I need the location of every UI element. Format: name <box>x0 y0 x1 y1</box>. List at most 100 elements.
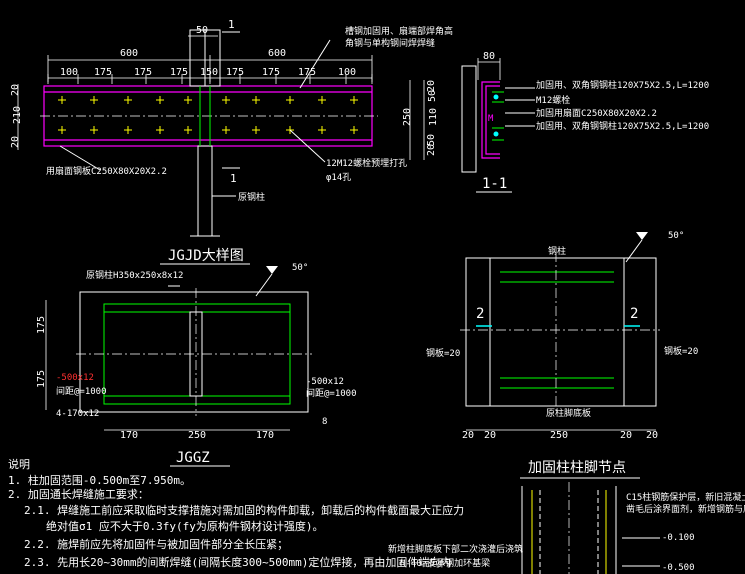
dim-20-2: 20 <box>484 430 496 441</box>
dim-20-4: 20 <box>646 430 658 441</box>
dim-20-bot: 20 <box>10 136 21 148</box>
dim-175-f: 175 <box>298 67 316 78</box>
weld-angle-foot: 50° <box>668 231 684 241</box>
note-c15-1: C15柱钢筋保护层，新旧混凝土结合面 <box>626 491 745 503</box>
bolt-marker <box>184 96 192 104</box>
label-m12: M12螺栓 <box>536 94 570 106</box>
note-weld-2: 角钢与单构钢间焊焊缝 <box>345 37 435 49</box>
dim-175-top: 175 <box>36 316 47 334</box>
dim-600-left: 600 <box>120 48 138 59</box>
label-spacing-left: 间距@=1000 <box>56 385 107 397</box>
weld-angle-jggz: 50° <box>292 263 308 273</box>
note-weld-1: 槽钢加固用、扇端部焊角高 <box>345 25 453 37</box>
dim-250-foot: 250 <box>550 430 568 441</box>
bolt-marker <box>350 126 358 134</box>
dim-50b: 50 <box>426 134 437 146</box>
foot-node: 钢柱 钢板=20 钢板=20 原柱脚底板 2 2 50° 20 20 250 2… <box>388 231 745 574</box>
note-2-1: 2.1. 焊缝施工前应采取临时支撑措施对需加固的构件卸载，卸载后的构件截面最大正… <box>24 503 464 517</box>
dim-20-top: 20 <box>10 84 21 96</box>
dim-110: 110 <box>428 108 439 126</box>
note-2: 2. 加固通长焊缝施工要求： <box>8 487 149 501</box>
note-2-2: 2.2. 施焊前应先将加固件与被加固件部分全长压紧； <box>24 537 288 551</box>
dim-250-jggz: 250 <box>188 430 206 441</box>
label-plate-left: 钢板=20 <box>426 347 460 359</box>
jggz-frame <box>79 291 309 413</box>
label-steel-column: 钢柱 <box>548 245 566 257</box>
bolt-marker <box>124 126 132 134</box>
dim-175-a: 175 <box>94 67 112 78</box>
level-minus-0500: -0.500 <box>662 563 695 573</box>
label-4-170: 4-170x12 <box>56 409 99 419</box>
label-red-plate: -500x12 <box>56 373 94 383</box>
dim-100-a: 100 <box>60 67 78 78</box>
dim-175-bot: 175 <box>36 370 47 388</box>
note-channel: 用扇面钢板C250X80X20X2.2 <box>46 165 167 177</box>
bolt-marker <box>222 126 230 134</box>
bolt-marker <box>90 126 98 134</box>
label-orig-baseplate: 原柱脚底板 <box>546 407 591 419</box>
bolt-marker <box>252 96 260 104</box>
bolt-marker <box>156 126 164 134</box>
jgjd-detail: 600 600 50 100 175 175 175 150 175 175 1… <box>10 18 453 265</box>
note-c15-2: 凿毛后涂界面剂，新增钢筋与底板焊接后浇筑 <box>626 503 745 515</box>
bolt-marker <box>350 96 358 104</box>
label-orig-column: 原钢柱H350x250x8x12 <box>86 269 183 281</box>
jggz-detail: 175 175 原钢柱H350x250x8x12 50° -500x12 间距@… <box>36 263 357 467</box>
label-plate-right: 钢板=20 <box>664 345 698 357</box>
dim-175-c: 175 <box>170 67 188 78</box>
label-angle-bottom: 加固用、双角钢钢柱120X75X2.5,L=1200 <box>536 120 709 132</box>
label-channel: 加固用扇面C250X80X20X2.2 <box>536 107 657 119</box>
dim-175-d: 175 <box>226 67 244 78</box>
label-angle-top: 加固用、双角钢钢柱120X75X2.5,L=1200 <box>536 79 709 91</box>
bolt-marker <box>318 126 326 134</box>
note-1: 1. 柱加固范围-0.500m至7.950m。 <box>8 473 191 487</box>
note-h40: H-40 支承钢加环基梁 <box>400 557 490 569</box>
bolt-marker <box>58 126 66 134</box>
note-bolts: 12M12螺栓预埋打孔 <box>326 157 407 169</box>
dim-250: 250 <box>402 108 413 126</box>
label-spacing-right: 间距@=1000 <box>306 387 357 399</box>
bolt-marker <box>318 96 326 104</box>
sec11-mark: M <box>488 114 494 124</box>
section-2-right: 2 <box>630 306 638 322</box>
bolt-marker <box>156 96 164 104</box>
jgjd-title: JGJD大样图 <box>168 248 244 264</box>
dim-175-b: 175 <box>134 67 152 78</box>
dim-150: 150 <box>200 67 218 78</box>
dim-175-e: 175 <box>262 67 280 78</box>
foot-frame <box>465 257 657 407</box>
dim-600-right: 600 <box>268 48 286 59</box>
notes-block: 说明 1. 柱加固范围-0.500m至7.950m。 2. 加固通长焊缝施工要求… <box>8 457 464 569</box>
dim-170-left: 170 <box>120 430 138 441</box>
bolt-marker <box>184 126 192 134</box>
dim-210: 210 <box>12 106 23 124</box>
dim-50a: 50 <box>427 90 438 102</box>
bolt-marker <box>58 96 66 104</box>
dim-20-1: 20 <box>462 430 474 441</box>
dim-20-3: 20 <box>620 430 632 441</box>
note-2-1b: 绝对值σ1 应不大于0.3fy(fy为原构件钢材设计强度)。 <box>46 519 323 533</box>
sec11-title: 1-1 <box>482 176 507 192</box>
note-left-foot: 新增柱脚底板下部二次浇灌后浇筑 <box>388 543 523 555</box>
bolt-marker <box>286 96 294 104</box>
bolt-marker <box>124 96 132 104</box>
dim-170-right: 170 <box>256 430 274 441</box>
bolt-marker <box>252 126 260 134</box>
level-minus-0100: -0.100 <box>662 533 695 543</box>
note-column: 原钢柱 <box>238 191 265 203</box>
jggz-title: JGGZ <box>176 450 210 466</box>
section-2-left: 2 <box>476 306 484 322</box>
notes-head: 说明 <box>8 457 30 471</box>
note-hole: φ14孔 <box>326 172 351 183</box>
foot-title: 加固柱柱脚节点 <box>528 460 626 476</box>
bolt-marker <box>90 96 98 104</box>
section-8: 8 <box>322 417 327 427</box>
dim-20a: 20 <box>426 80 437 92</box>
dim-20b: 20 <box>426 144 437 156</box>
dim-80: 80 <box>483 51 495 62</box>
channel-section <box>481 81 500 159</box>
section-mark-bottom: 1 <box>230 172 237 185</box>
section-mark-top: 1 <box>228 18 235 31</box>
note-2-3: 2.3. 先用长20~30mm的间断焊缝(间隔长度300~500mm)定位焊接，… <box>24 555 451 569</box>
